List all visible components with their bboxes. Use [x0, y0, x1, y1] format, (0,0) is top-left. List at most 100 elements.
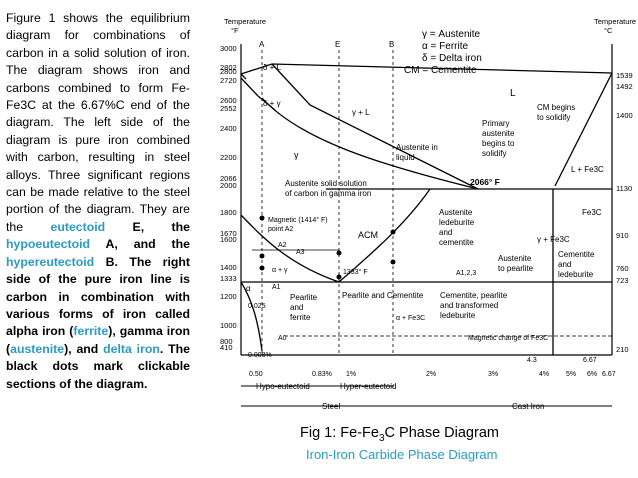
dot-hypo[interactable] [259, 253, 265, 259]
label-0025: 0.025 [248, 303, 266, 310]
right-tick: 1539 [616, 71, 633, 80]
bottom-tick: 6% [587, 371, 597, 378]
label-primary: solidify [482, 149, 506, 158]
right-tick: 723 [616, 276, 629, 285]
hypereutectoid-link[interactable]: hypereutectoid [6, 254, 95, 269]
desc-part: A, and the [90, 237, 191, 252]
label-cem-ledeb: ledeburite [558, 270, 594, 279]
label-a1: A1 [272, 284, 281, 291]
bottom-tick: 5% [566, 371, 576, 378]
label-hyper: Hyper-eutectoid [340, 382, 396, 391]
left-axis-title-2: °F [231, 26, 239, 35]
label-primary: Primary [482, 119, 510, 128]
label-steel: Steel [322, 402, 340, 411]
label-liquid: L [510, 88, 516, 99]
legend-gamma: γ = Austenite [422, 29, 481, 40]
delta-iron-link[interactable]: delta iron [103, 341, 160, 356]
label-primary: austenite [482, 129, 515, 138]
label-gamma-l: γ + L [352, 108, 370, 117]
left-tick: 1200 [220, 292, 237, 301]
diagram-frame [240, 44, 613, 356]
label-cem-ledeb: and [558, 260, 571, 269]
desc-part: Figure 1 shows the equilibrium diagram f… [6, 11, 190, 234]
dot-hypo[interactable] [259, 215, 265, 221]
label-acm: ACM [358, 230, 378, 240]
label-cem-ledeb: Cementite [558, 250, 595, 259]
label-pearlite-cem: Pearlite and Cementite [342, 291, 424, 300]
left-tick: 2802 [220, 63, 237, 72]
label-aus-ledeb: ledeburite [439, 218, 475, 227]
left-tick: 1800 [220, 208, 237, 217]
label-l-fe3c: L + Fe3C [571, 165, 604, 174]
label-43: 4.3 [527, 357, 537, 364]
label-aus-liquid: Austenite in [396, 143, 438, 152]
label-delta-gamma: δ + γ [263, 99, 281, 108]
dot-eutectoid[interactable] [336, 250, 342, 256]
dot-hypo[interactable] [259, 265, 265, 271]
label-a0: A0 [278, 335, 287, 342]
right-tick: 210 [616, 345, 629, 354]
legend-cm: CM = Cementite [404, 65, 477, 76]
right-tick: 910 [616, 231, 629, 240]
austenite-link[interactable]: austenite [10, 341, 65, 356]
desc-part: . The black dots mark clickable sections… [6, 341, 190, 391]
label-0008: 0.008% [248, 352, 272, 359]
figure-subtitle: Iron-Iron Carbide Phase Diagram [306, 447, 498, 462]
legend-delta: δ = Delta iron [422, 53, 482, 64]
left-tick: 2066 [220, 174, 237, 183]
label-primary: begins to [482, 139, 515, 148]
left-tick: 2400 [220, 124, 237, 133]
label-a3: A3 [296, 249, 305, 256]
liquidus-left [271, 63, 479, 190]
left-tick: 800 [220, 337, 233, 346]
bottom-tick: 1% [346, 371, 356, 378]
label-magnetic: Magnetic (1414° F) [268, 216, 328, 224]
right-axis-title-1: Temperature [594, 17, 636, 26]
label-aus-solid: Austenite solid solution [285, 179, 367, 188]
dot-hyper[interactable] [390, 259, 396, 265]
left-tick: 1333 [220, 274, 237, 283]
dot-eutectoid[interactable] [336, 274, 342, 280]
right-axis-title-2: °C [604, 26, 613, 35]
left-tick: 3000 [220, 44, 237, 53]
label-alpha-gamma: α + γ [272, 267, 288, 274]
label-1333: 1333° F [343, 268, 368, 276]
composition-labels: A E B [259, 40, 394, 49]
label-cast-iron: Cast Iron [512, 402, 544, 411]
left-tick: 2720 [220, 76, 237, 85]
left-tick: 1600 [220, 235, 237, 244]
caption-part: Fig 1: Fe-Fe [300, 425, 379, 441]
label-b: B [389, 40, 394, 49]
left-tick: 2600 [220, 96, 237, 105]
label-gamma: γ [294, 150, 299, 160]
bottom-tick: 3% [488, 371, 498, 378]
label-gamma-fe3c: γ + Fe3C [537, 235, 570, 244]
left-tick: 1000 [220, 321, 237, 330]
left-tick: 410 [220, 343, 233, 352]
label-aus-solid: of carbon in gamma iron [285, 189, 371, 198]
legend-alpha: α = Ferrite [422, 41, 469, 52]
label-aus-pearlite: Austenite [498, 254, 532, 263]
desc-part: ), gamma iron ( [6, 324, 190, 356]
desc-part: The right side of the pure iron line is … [6, 254, 190, 339]
bottom-tick: 2% [426, 371, 436, 378]
eutectoid-link[interactable]: eutectoid [50, 219, 106, 234]
ferrite-link[interactable]: ferrite [73, 324, 109, 339]
liquidus-right [554, 72, 613, 187]
label-alpha: α [246, 284, 251, 293]
label-a: A [259, 40, 265, 49]
label-delta-l: δ + L [263, 63, 282, 72]
dot-hyper[interactable] [390, 229, 396, 235]
label-e: E [335, 40, 340, 49]
desc-part: E, the [105, 219, 190, 234]
right-tick: 760 [616, 264, 629, 273]
figure-caption: Fig 1: Fe-Fe3C Phase Diagram [300, 425, 499, 444]
hypoeutectoid-link[interactable]: hypoeutectoid [6, 237, 91, 252]
right-tick: 1130 [616, 184, 632, 193]
legend: γ = Austenite α = Ferrite δ = Delta iron… [404, 29, 482, 76]
desc-part: ), and [64, 341, 104, 356]
label-hypo: Hypo-eutectoid [256, 382, 310, 391]
